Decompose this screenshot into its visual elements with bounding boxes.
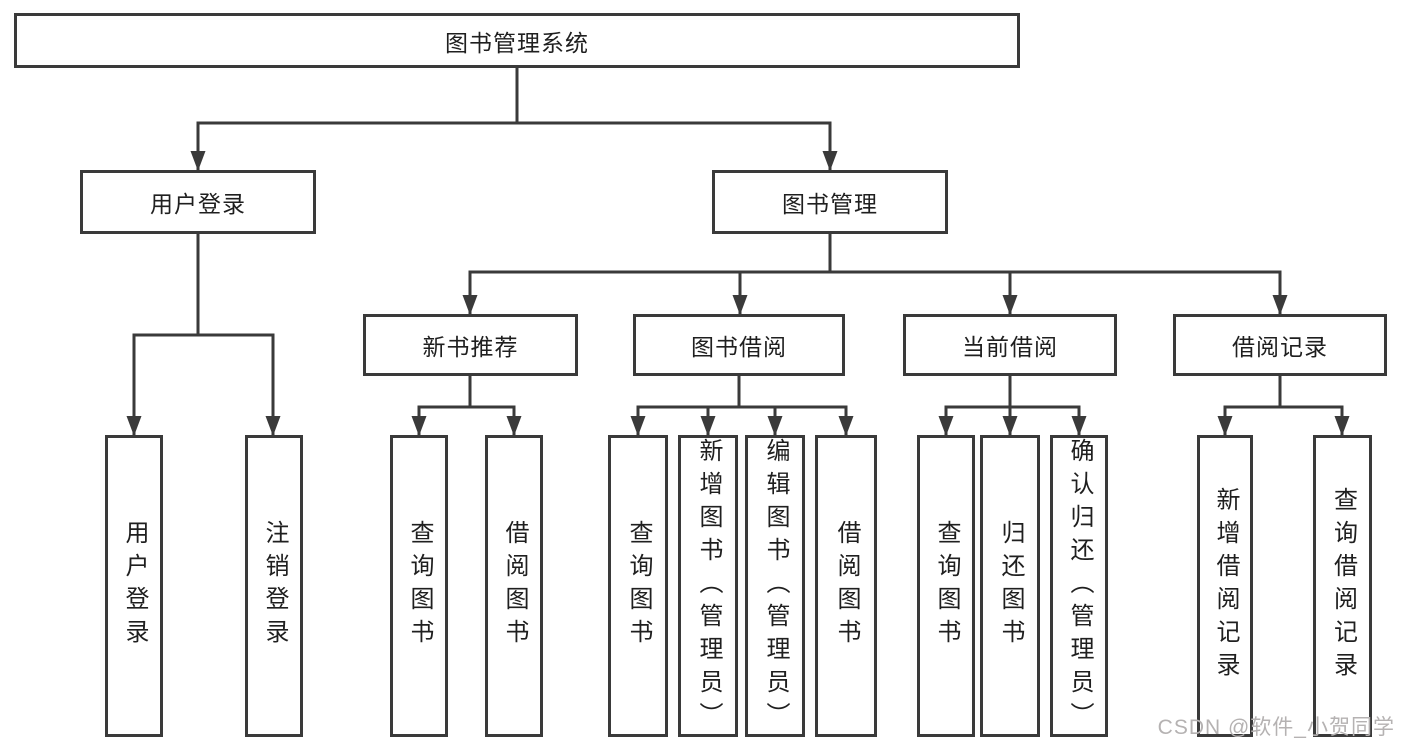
node-borrow-records-label: 借阅记录 bbox=[1232, 334, 1328, 360]
leaf-user-login: 用户登录 bbox=[105, 435, 163, 737]
node-book-borrow: 图书借阅 bbox=[633, 314, 845, 376]
node-current-borrow-label: 当前借阅 bbox=[962, 334, 1058, 360]
connector-book-management-children bbox=[462, 232, 1288, 316]
node-book-management: 图书管理 bbox=[712, 170, 948, 234]
node-book-management-label: 图书管理 bbox=[782, 191, 878, 217]
leaf-borrow-edit-books-admin: 编辑图书（管理员） bbox=[745, 435, 805, 737]
connector-root-to-level2 bbox=[190, 66, 838, 172]
leaf-recommend-query-books: 查询图书 bbox=[390, 435, 448, 737]
leaf-borrow-query-books: 查询图书 bbox=[608, 435, 668, 737]
leaf-records-add-record: 新增借阅记录 bbox=[1197, 435, 1253, 737]
node-new-book-recommend-label: 新书推荐 bbox=[422, 334, 519, 360]
leaf-current-query-books: 查询图书 bbox=[917, 435, 975, 737]
node-user-login-label: 用户登录 bbox=[150, 191, 246, 217]
node-book-borrow-label: 图书借阅 bbox=[691, 334, 787, 360]
watermark-text: CSDN @软件_小贺同学 bbox=[1157, 716, 1395, 739]
connector-book-borrow-children bbox=[630, 374, 854, 437]
node-current-borrow: 当前借阅 bbox=[903, 314, 1117, 376]
node-user-login: 用户登录 bbox=[80, 170, 316, 234]
connector-new-book-recommend-children bbox=[411, 374, 522, 437]
leaf-records-query-record: 查询借阅记录 bbox=[1313, 435, 1372, 737]
connector-borrow-records-children bbox=[1217, 374, 1350, 437]
node-new-book-recommend: 新书推荐 bbox=[363, 314, 578, 376]
leaf-borrow-borrow-books: 借阅图书 bbox=[815, 435, 877, 737]
node-borrow-records: 借阅记录 bbox=[1173, 314, 1387, 376]
connector-current-borrow-children bbox=[938, 374, 1087, 437]
node-root: 图书管理系统 bbox=[14, 13, 1020, 68]
connector-user-login-children bbox=[126, 232, 281, 437]
leaf-current-return-books: 归还图书 bbox=[980, 435, 1040, 737]
leaf-current-confirm-return-admin: 确认归还（管理员） bbox=[1050, 435, 1108, 737]
node-root-label: 图书管理系统 bbox=[445, 29, 589, 56]
leaf-borrow-add-books-admin: 新增图书（管理员） bbox=[678, 435, 738, 737]
leaf-recommend-borrow-books: 借阅图书 bbox=[485, 435, 543, 737]
leaf-logout: 注销登录 bbox=[245, 435, 303, 737]
